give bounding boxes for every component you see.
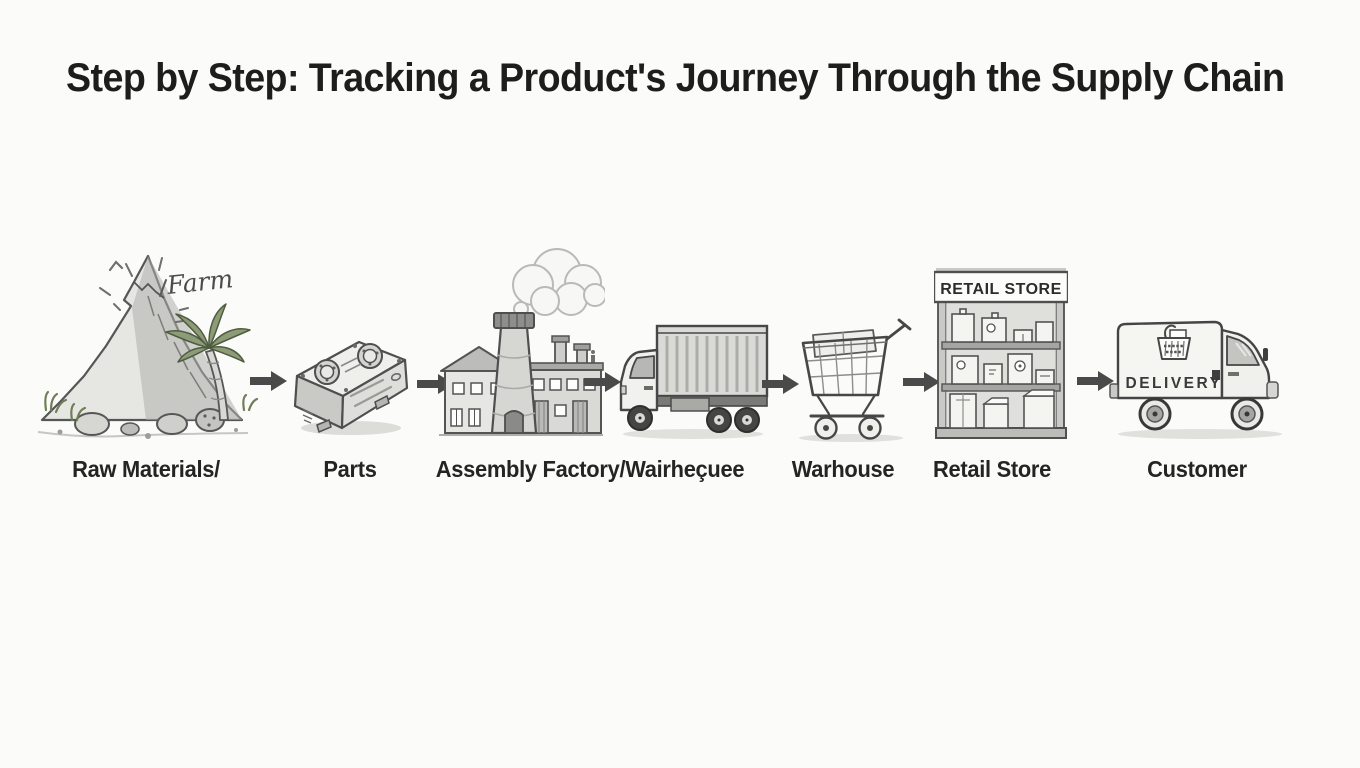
machine-part-icon <box>293 340 409 435</box>
arrow-right-icon <box>250 371 287 391</box>
page-title: Step by Step: Tracking a Product's Journ… <box>66 56 1285 100</box>
retail-shelf-icon: RETAIL STORE <box>934 268 1068 439</box>
retail-store-sign-text: RETAIL STORE <box>940 281 1062 298</box>
label-warehouse: Warhouse <box>791 456 895 482</box>
mountain-farm-icon: Farm <box>37 254 259 439</box>
label-assembly-factory: Assembly Factory/Wairheçuee <box>435 456 745 482</box>
factory-icon <box>439 248 605 436</box>
box-truck-icon <box>619 324 769 439</box>
label-raw-materials: Raw Materials/ <box>72 456 220 482</box>
arrow-right-icon <box>584 372 621 392</box>
label-parts: Parts <box>323 456 377 482</box>
delivery-van-icon: DELIVERY <box>1109 320 1282 439</box>
shopping-cart-icon <box>799 318 912 442</box>
arrow-right-icon <box>903 372 940 392</box>
farm-annotation: Farm <box>165 264 235 300</box>
arrow-right-icon <box>1077 371 1114 391</box>
delivery-text: DELIVERY <box>1126 375 1223 392</box>
arrow-right-icon <box>762 374 799 394</box>
label-customer: Customer <box>1147 456 1247 482</box>
label-retail-store: Retail Store <box>932 456 1052 482</box>
